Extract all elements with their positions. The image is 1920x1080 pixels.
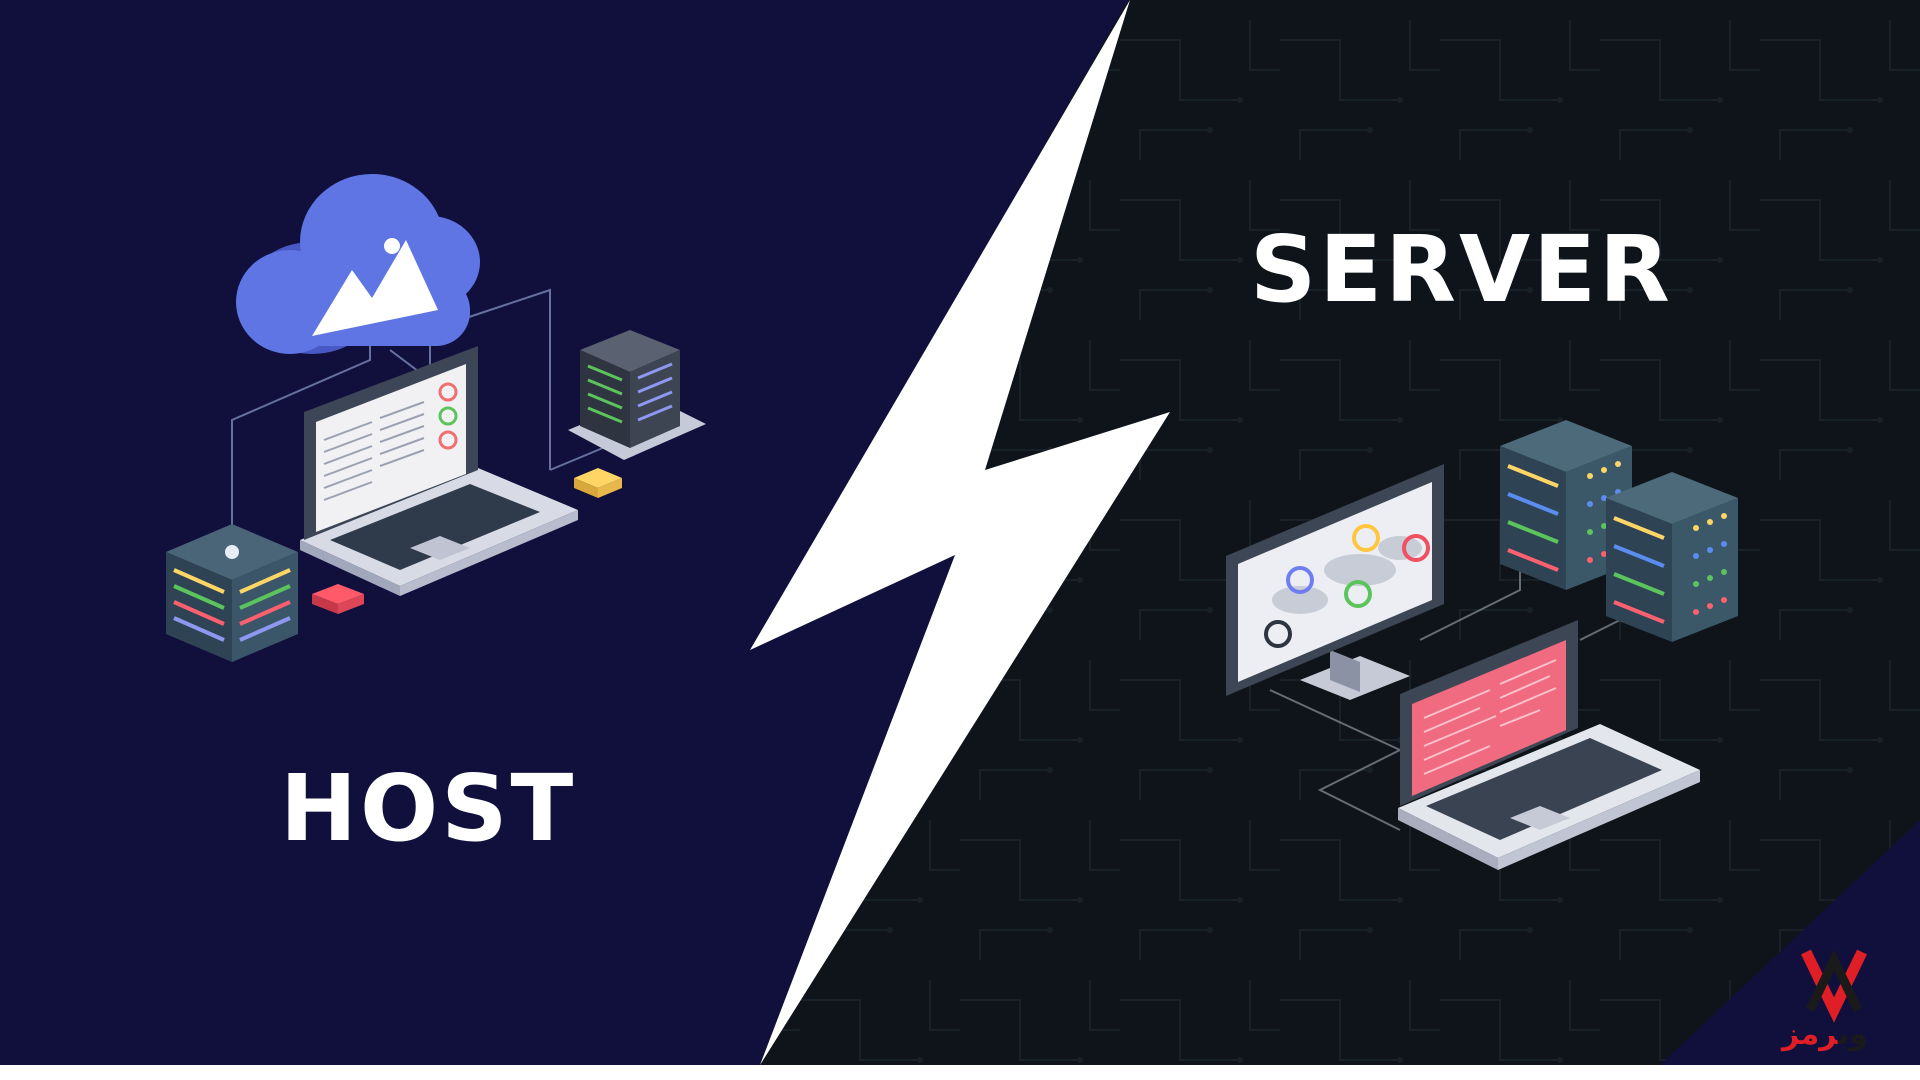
database-stack-icon	[166, 524, 298, 662]
host-title: HOST	[280, 755, 577, 862]
server-stack-icon	[1606, 472, 1738, 642]
server-title: SERVER	[1250, 216, 1673, 323]
red-block-icon	[312, 584, 364, 614]
brand-word-part-1: وب	[1837, 1017, 1868, 1052]
server-rack-icon	[568, 330, 706, 460]
host-illustration	[166, 174, 706, 662]
yellow-block-icon	[574, 468, 622, 498]
brand-word-part-2: رمز	[1782, 1017, 1838, 1052]
server-illustration	[1226, 420, 1738, 870]
brand-wordmark: وبرمز	[1782, 1020, 1868, 1050]
cloud-icon	[236, 174, 480, 354]
laptop-icon	[1398, 620, 1700, 870]
webramz-logo-icon	[1801, 949, 1867, 1023]
lightning-bolt-icon	[750, 0, 1170, 1065]
laptop-icon	[300, 346, 578, 596]
monitor-icon	[1226, 464, 1444, 700]
